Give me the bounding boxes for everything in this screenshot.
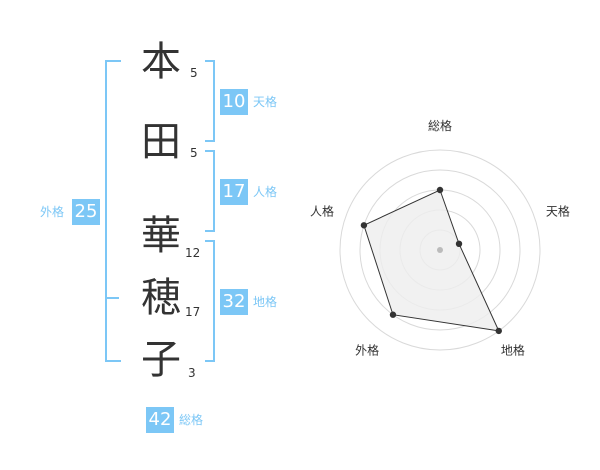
soukaku-label: 総格 [179,413,204,427]
radar-point-1 [436,186,444,194]
radar-center [437,247,443,253]
chikaku-badge: 32 [220,289,248,315]
jinkaku-badge: 17 [220,179,248,205]
name-char-3: 華 [141,213,181,259]
gaikaku-badge: 25 [72,199,100,225]
jinkaku-label: 人格 [253,185,278,199]
radar-point-2 [455,240,463,248]
stroke-count-2: 5 [190,146,198,160]
gaikaku-bracket [105,60,121,362]
stroke-count-5: 3 [188,366,196,380]
radar-axis-label-5: 人格 [310,204,334,219]
name-char-4: 穂 [141,275,181,321]
name-char-2: 田 [141,119,181,165]
radar-point-3 [495,327,502,335]
radar-point-5 [360,222,368,229]
soukaku-badge: 42 [146,407,174,433]
radar-axis-label-4: 外格 [355,342,379,357]
radar-axis-label-3: 地格 [501,342,525,357]
radar-axis-label-1: 総格 [428,118,452,133]
radar-grid-ring [339,149,541,351]
name-char-1: 本 [141,39,181,85]
gaikaku-bracket-tick [105,297,119,299]
radar-point-4 [389,311,397,318]
radar-axis-label-2: 天格 [546,204,570,219]
stroke-count-1: 5 [190,66,198,80]
radar-series-area [363,189,500,332]
tenkaku-badge: 10 [220,89,248,115]
jinkaku-bracket [205,150,215,232]
chikaku-bracket [205,240,215,362]
name-char-5: 子 [141,337,181,383]
chikaku-label: 地格 [253,295,278,309]
gaikaku-label: 外格 [40,205,65,219]
stroke-count-4: 17 [185,305,201,319]
tenkaku-bracket [205,60,215,142]
stroke-count-3: 12 [185,246,201,260]
radar-grid-ring [359,169,521,331]
tenkaku-label: 天格 [253,95,278,109]
